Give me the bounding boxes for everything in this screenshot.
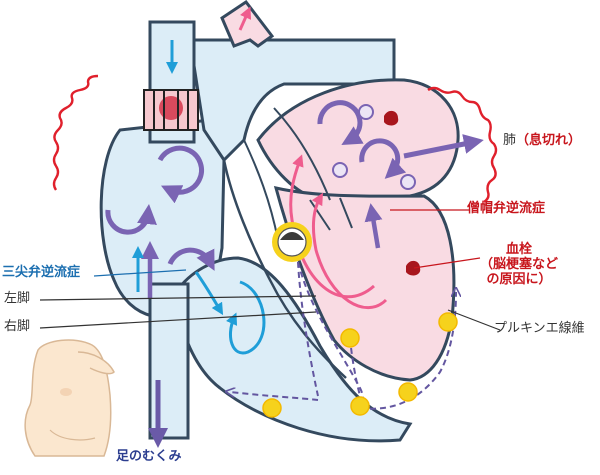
thrombus-label: 血栓 （脳梗塞など の原因に） (480, 242, 559, 288)
thrombus-line-3: の原因に） (486, 271, 552, 287)
arrow-icon (105, 6, 484, 448)
lung-label: 肺（息切れ） (503, 133, 582, 149)
clot-icon (384, 110, 421, 276)
right-bundle-label: 右脚 (4, 319, 31, 334)
thrombus-line-1: 血栓 (506, 242, 533, 257)
pulmonary-trunk (188, 38, 396, 163)
aorta (220, 0, 275, 48)
tricuspid-regurgitation-label: 三尖弁逆流症 (2, 265, 81, 280)
mitral-regurgitation-label: 僧帽弁逆流症 (467, 201, 546, 216)
lung-sub-text: （息切れ） (516, 133, 582, 148)
purkinje-label: プルキンエ線維 (494, 321, 585, 336)
leader-lines (39, 209, 501, 331)
wave-left (52, 74, 99, 191)
leg-illustration (24, 339, 115, 457)
left-ventricle (273, 185, 456, 382)
left-atrium (256, 78, 460, 202)
left-bundle-label: 左脚 (4, 291, 31, 306)
lung-text: 肺 (503, 133, 517, 148)
wave-right (427, 86, 498, 203)
pacemaker-cell-icon (272, 222, 312, 262)
caged-cell-icon (143, 89, 199, 131)
thrombus-line-2: （脳梗塞など (480, 256, 559, 272)
edema-label: 足のむくみ (116, 449, 182, 464)
cell-dots (332, 104, 416, 190)
smiley-node-icon (262, 312, 458, 418)
